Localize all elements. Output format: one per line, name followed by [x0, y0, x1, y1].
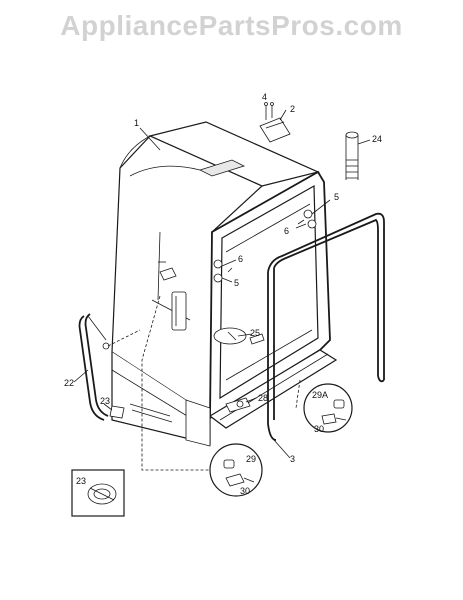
callout-6-lower: 6 — [238, 254, 243, 264]
hinge-bracket — [225, 397, 251, 413]
fill-tube — [345, 131, 359, 180]
door-gasket — [267, 212, 385, 441]
callout-30-bottom: 30 — [240, 486, 250, 496]
drain-hose — [78, 313, 125, 421]
base-frame — [111, 352, 211, 447]
detail-box-23 — [71, 469, 125, 517]
callout-6-upper: 6 — [284, 226, 289, 236]
callout-29a: 29A — [312, 390, 328, 400]
callout-24: 24 — [372, 134, 382, 144]
callout-5-lower: 5 — [234, 278, 239, 288]
callout-leaders — [73, 109, 371, 459]
callout-3: 3 — [290, 454, 295, 464]
door-frame — [208, 170, 338, 429]
callout-29: 29 — [246, 454, 256, 464]
callout-23-detail: 23 — [76, 476, 86, 486]
callout-5-upper: 5 — [334, 192, 339, 202]
callout-2: 2 — [290, 104, 295, 114]
detail-circle-right — [303, 383, 353, 433]
callout-23-hose: 23 — [100, 396, 110, 406]
callout-28: 28 — [258, 393, 268, 403]
watermark: AppliancePartsPros.com — [60, 10, 403, 41]
callout-22: 22 — [64, 378, 74, 388]
pin-part — [249, 333, 265, 345]
callout-1: 1 — [134, 118, 139, 128]
top-bracket — [259, 102, 291, 143]
callout-25: 25 — [250, 328, 260, 338]
callout-4: 4 — [262, 92, 267, 102]
callout-30-right: 30 — [314, 424, 324, 434]
leader-lines — [107, 295, 301, 471]
detail-circle-bottom — [209, 443, 263, 497]
